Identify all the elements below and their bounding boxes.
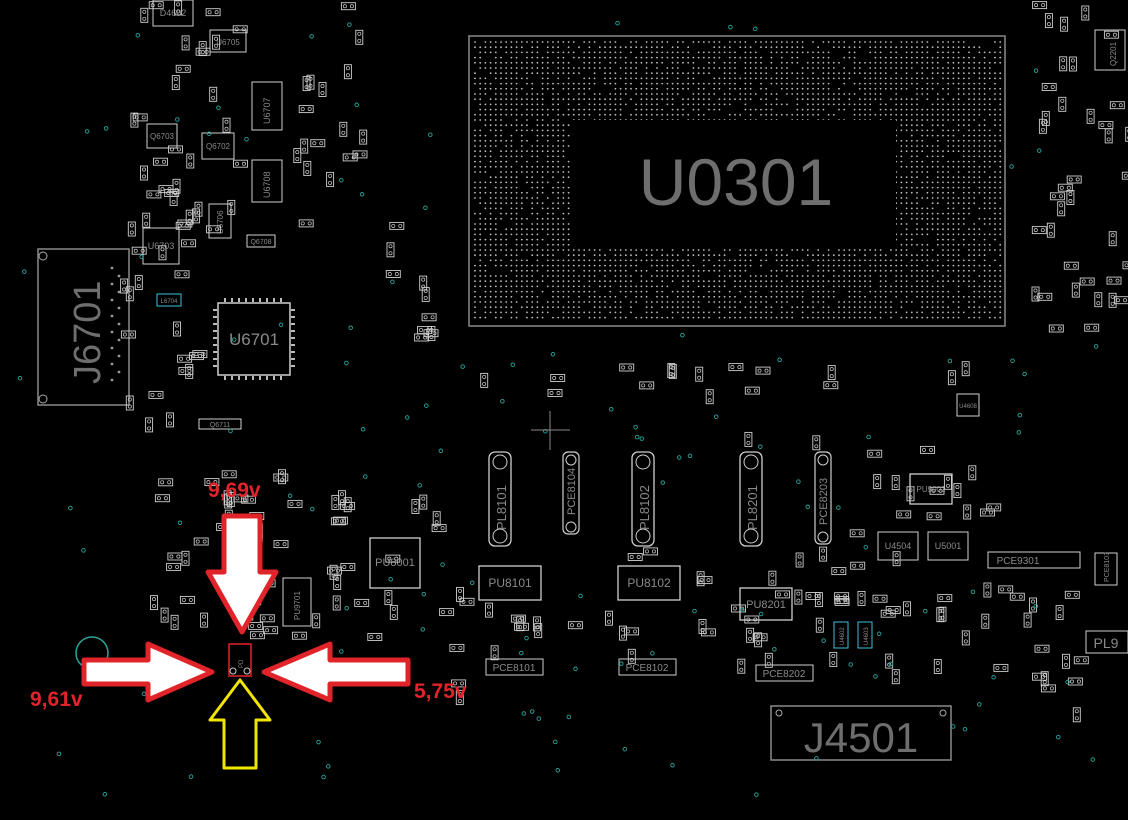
cap-label-1: PCE8104: [566, 468, 578, 515]
part-label-24: U4603: [864, 627, 870, 645]
voltage-left: 9,61v: [30, 688, 83, 711]
pu-label-1: PU8001: [375, 557, 415, 569]
pu8102[interactable]: PU8102: [617, 565, 681, 601]
part-label-1: D4602: [160, 8, 187, 18]
part-label-10: L6704: [161, 299, 178, 305]
pu8101[interactable]: PU8101: [478, 565, 542, 601]
arrow-right: [261, 641, 411, 703]
part-label-3: U6707: [262, 97, 272, 124]
main-chip-label: U0301: [639, 145, 834, 219]
part-label-11: Q6711: [210, 422, 231, 429]
chip-u6701[interactable]: U6701: [213, 298, 295, 380]
target-glyph: PD: [239, 659, 245, 668]
part-label-15: PCE8101: [493, 663, 536, 674]
voltage-top: 9,69v: [208, 479, 261, 502]
part-label-2: U6705: [216, 38, 240, 47]
inductor-label-3: PL8201: [745, 485, 760, 530]
part-label-8: Q6708: [250, 239, 271, 246]
inductor-group: PL8101 PL8102 PL8201 PCE8104 PCE8203: [488, 451, 832, 547]
part-label-21: PL9: [1094, 635, 1119, 651]
pu-label-4: PU8201: [746, 599, 786, 611]
crosshair-cursor: [531, 411, 570, 450]
part-label-4: U6708: [262, 171, 272, 198]
pu-label-3: PU8102: [627, 576, 671, 590]
pu-label-2: PU8101: [488, 576, 532, 590]
part-label-18: U4608: [959, 404, 977, 410]
part-label-16: PCE8102: [626, 663, 669, 674]
part-label-22: PCE8103: [1104, 552, 1111, 582]
part-label-20: Q2201: [1109, 41, 1118, 66]
inductor-label-1: PL8101: [494, 485, 509, 530]
target-component[interactable]: PD: [228, 643, 252, 677]
cap-label-2: PCE8203: [818, 478, 830, 525]
part-label-7: Q6702: [206, 142, 231, 151]
bga-chip-u0301[interactable]: U0301: [468, 35, 1006, 327]
pu8001[interactable]: PU8001: [369, 537, 421, 589]
pu8201[interactable]: PU8201: [739, 587, 793, 621]
voltage-right: 5,75v: [414, 680, 467, 703]
part-label-5: U6706: [216, 210, 225, 234]
part-label-12: U4504: [885, 541, 912, 551]
part-label-19: PU9701: [293, 591, 302, 620]
pu-label-5: PU9002: [917, 485, 946, 494]
connector-j6701[interactable]: J6701: [37, 248, 130, 406]
part-label-14: PCE9301: [997, 556, 1040, 567]
arrow-bottom: [208, 678, 272, 770]
inductor-label-2: PL8102: [637, 485, 652, 530]
part-label-17: PCE8202: [763, 669, 806, 680]
part-label-6: Q6703: [150, 132, 175, 141]
part-label-13: U5001: [935, 541, 962, 551]
part-label-23: U4602: [840, 627, 846, 645]
chip-left-label: U6701: [229, 330, 279, 349]
connector-j4501[interactable]: J4501: [770, 705, 952, 761]
connector-bottom-label: J4501: [804, 714, 918, 761]
arrow-top: [205, 513, 279, 635]
connector-left-label: J6701: [67, 280, 109, 384]
vias: [17, 20, 1099, 797]
arrow-left: [81, 641, 215, 703]
